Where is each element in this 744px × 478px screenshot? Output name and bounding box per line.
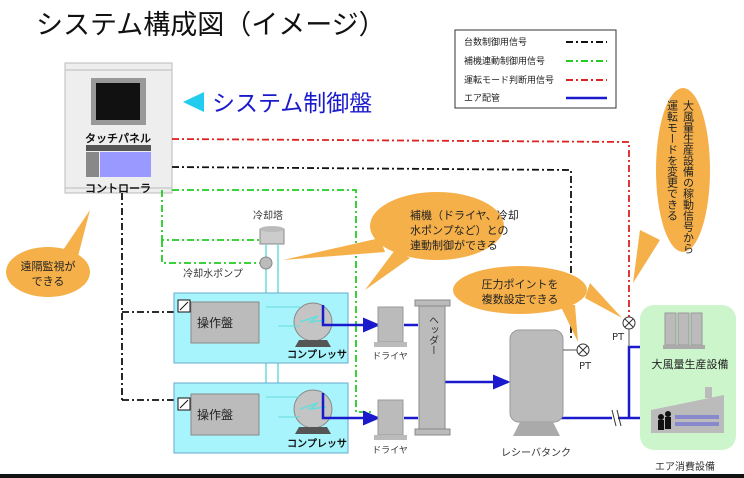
control-cabinet[interactable]: タッチパネル コントローラ [64,62,173,195]
compressor-2-label: コンプレッサ [287,437,347,450]
cooling-tower-label: 冷却塔 [253,209,283,222]
callout-mode-change: 大風量生産設備の稼動信号から 運転モードを変更できる [633,88,710,283]
dryer-1-label: ドライヤ [372,351,408,362]
pointer-arrow-icon [183,92,204,112]
legend-label-air: エア配管 [464,92,500,104]
cooling-tower[interactable]: 冷却塔 [253,209,285,245]
large-production-label: 大風量生産設備 [652,357,729,371]
pressure-sensor-1[interactable]: PT [563,343,592,372]
legend-label-aux: 補機連動制御用信号 [464,55,545,67]
dryer-2[interactable]: ドライヤ [372,399,408,456]
svg-text:連動制御ができる: 連動制御ができる [410,238,498,252]
svg-text:運転モードを変更できる: 運転モードを変更できる [666,100,679,221]
header-pipe[interactable]: ヘッダー [414,299,451,436]
callout-pressure-points: 圧力ポイントを 複数設定できる [453,266,622,342]
pressure-sensor-2[interactable]: PT [612,316,636,347]
cooling-pump[interactable]: 冷却水ポンプ [183,256,273,280]
bottom-border [0,474,744,478]
page-title: システム構成図（イメージ） [36,10,386,41]
touch-panel-label: タッチパネル [85,132,151,145]
cooling-pump-label: 冷却水ポンプ [183,267,243,280]
svg-text:水ポンプなど）との: 水ポンプなど）との [410,224,509,237]
receiver-tank-label: レシーバタンク [501,447,571,459]
svg-text:できる: できる [32,275,65,288]
controller-label: コントローラ [85,182,151,195]
legend: 台数制御用信号 補機連動制御用信号 運転モード判断用信号 エア配管 [454,29,617,109]
svg-text:遠隔監視が: 遠隔監視が [21,259,76,273]
compressor-1-label: コンプレッサ [287,348,347,361]
receiver-tank[interactable]: レシーバタンク [501,329,571,459]
mode-signal-line [171,138,630,318]
air-consumer-area[interactable]: 大風量生産設備 [640,305,736,450]
pipe-break-icon [611,409,622,427]
operation-panel-1-label: 操作盤 [197,315,233,330]
svg-text:複数設定できる: 複数設定できる [482,292,559,306]
operation-panel-2-label: 操作盤 [197,407,233,422]
controller-icon [86,145,151,151]
callout-remote-monitoring: 遠隔監視が できる [6,210,90,297]
air-piping [321,305,667,426]
system-control-label: システム制御盤 [212,91,372,117]
svg-text:大風量生産設備の稼動信号から: 大風量生産設備の稼動信号から [682,99,695,254]
count-signal-branch [121,193,174,401]
dryer-1[interactable]: ドライヤ [372,306,408,362]
pt-1-label: PT [579,361,592,372]
legend-label-count: 台数制御用信号 [464,36,527,48]
svg-text:補機（ドライヤ、冷却: 補機（ドライヤ、冷却 [410,208,519,222]
pt-2-label: PT [612,332,625,343]
dryer-2-label: ドライヤ [372,445,408,456]
compressor-unit-1[interactable]: 操作盤 コンプレッサ [173,292,349,364]
legend-label-mode: 運転モード判断用信号 [464,74,554,86]
air-consumption-label: エア消費設備 [655,460,715,473]
callout-auxiliary-control: 補機（ドライヤ、冷却 水ポンプなど）との 連動制御ができる [283,192,519,290]
header-label: ヘッダー [427,315,439,355]
svg-text:圧力ポイントを: 圧力ポイントを [482,278,559,291]
